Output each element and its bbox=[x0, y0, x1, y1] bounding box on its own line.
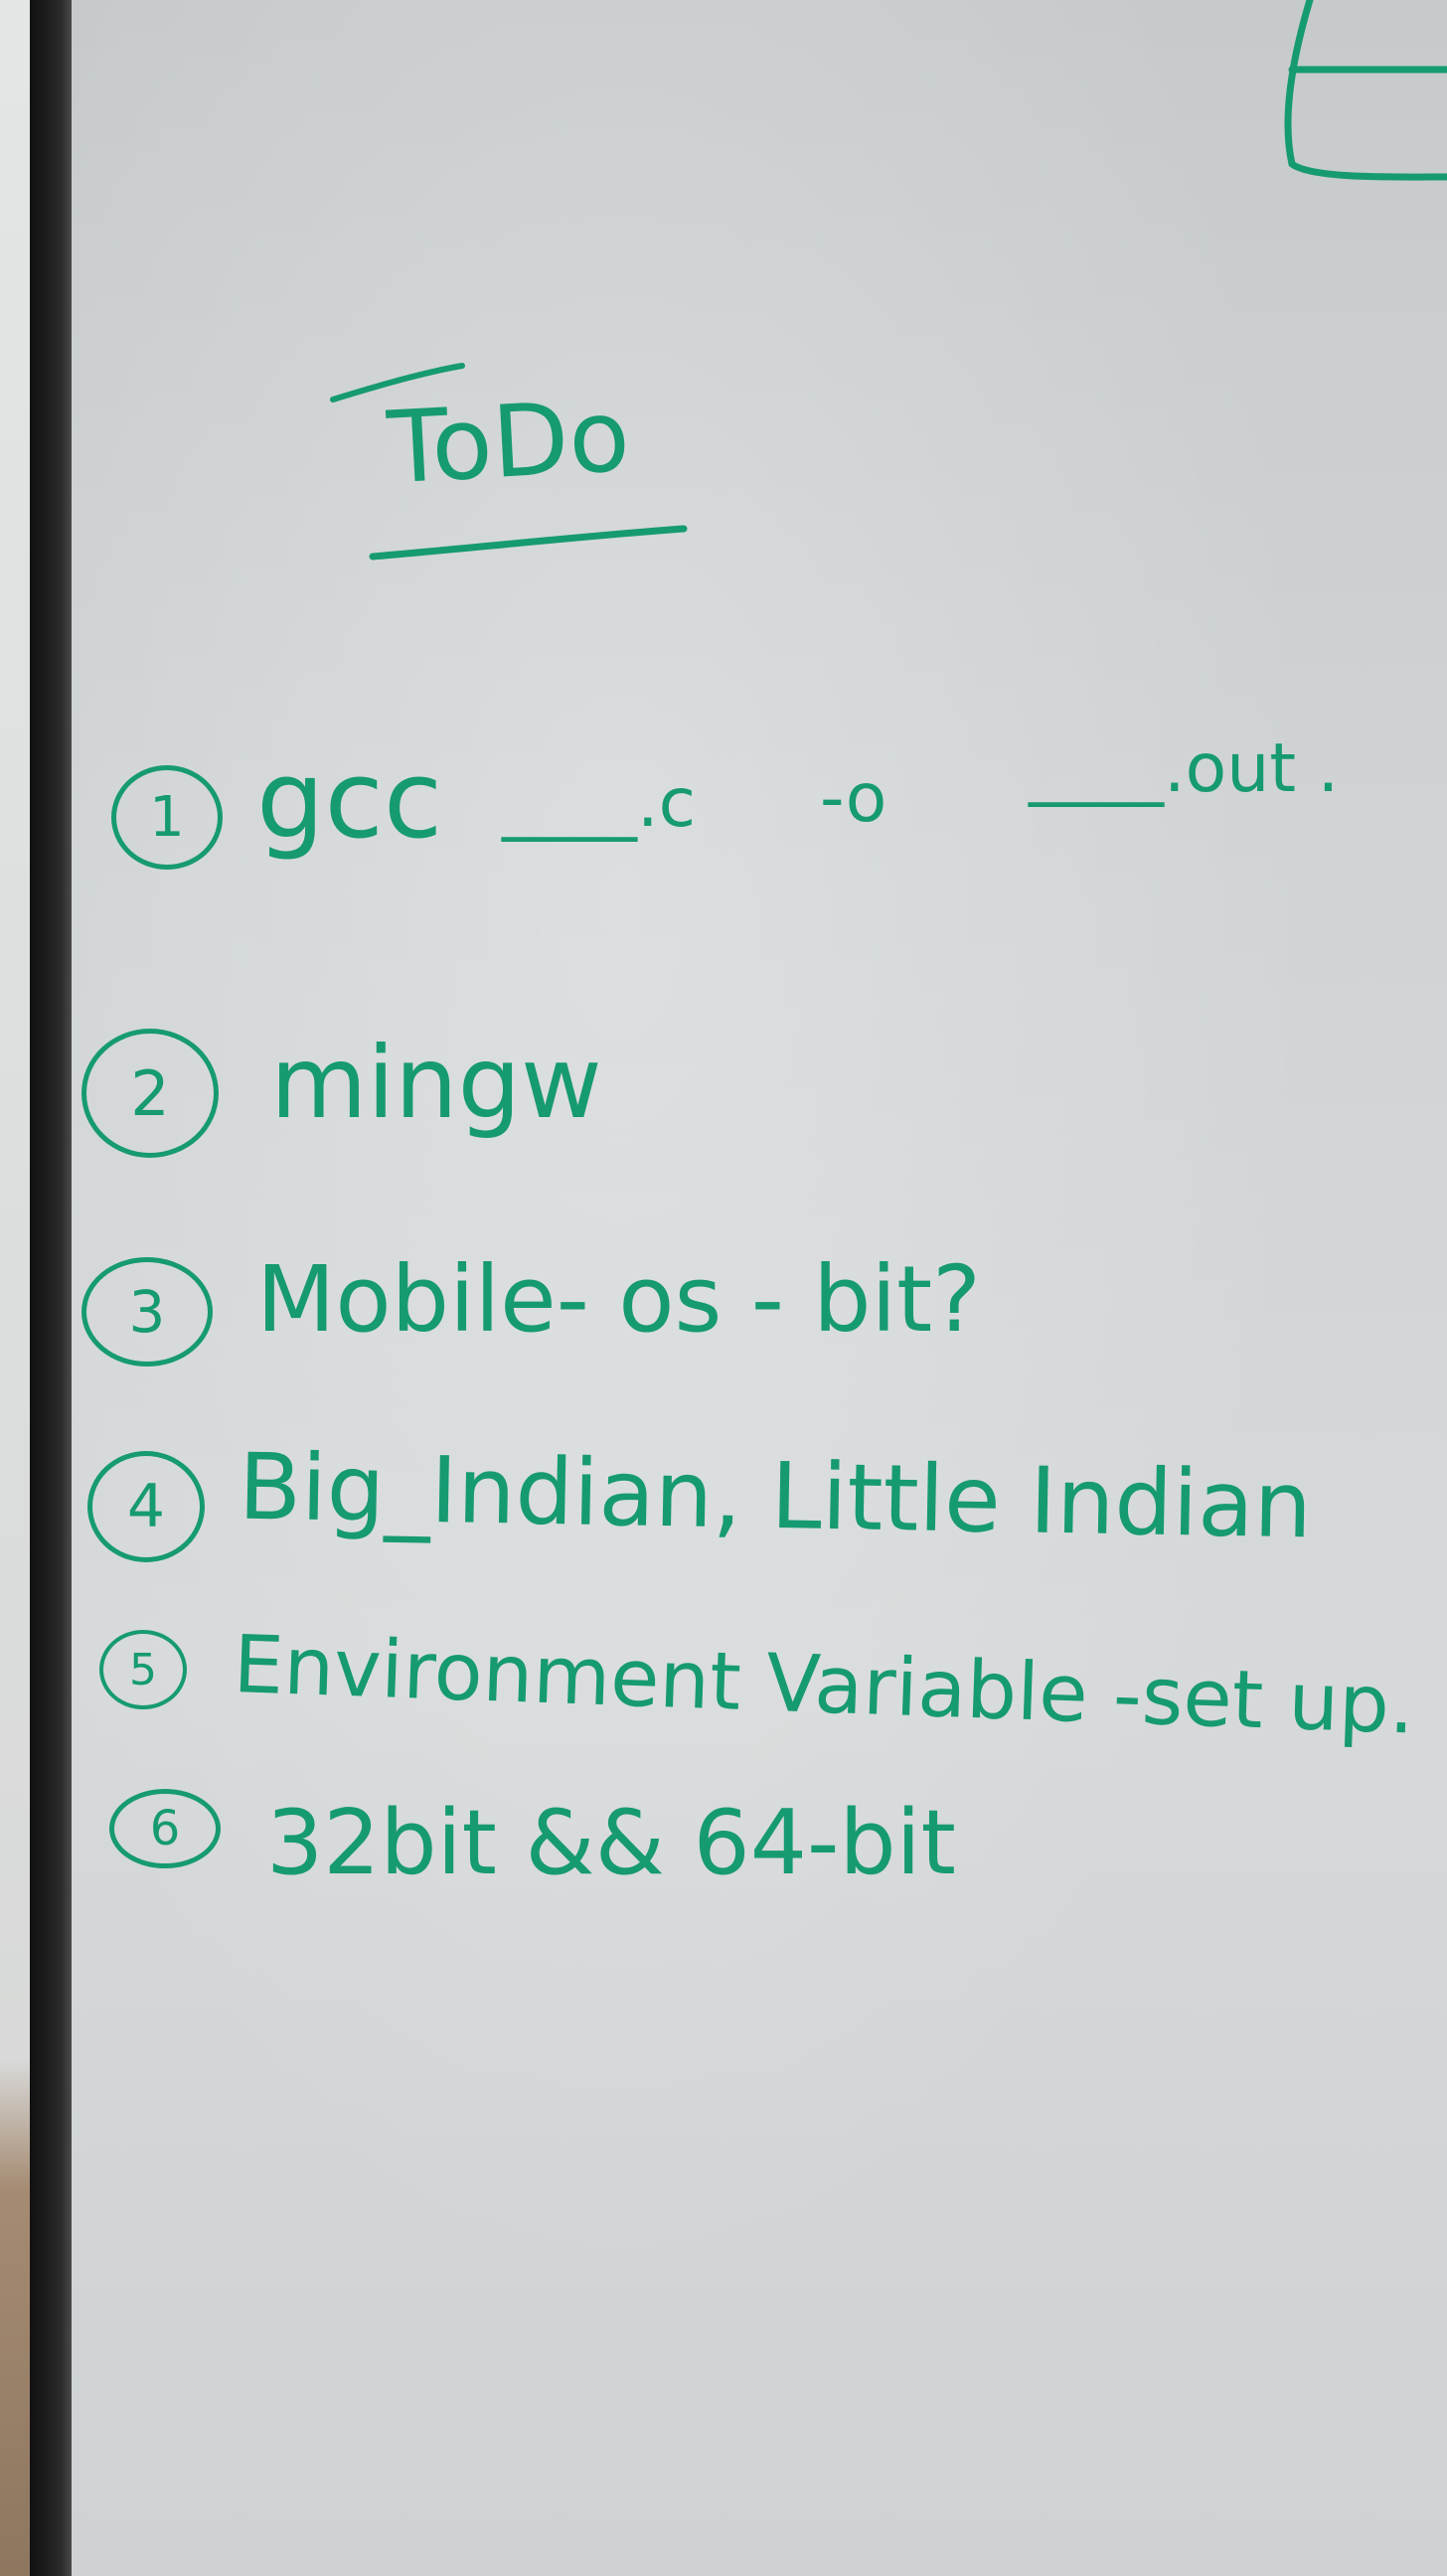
item-number-6: 6 bbox=[109, 1789, 221, 1868]
item-6-text: 32bit && 64-bit bbox=[266, 1791, 956, 1895]
item-2-text: mingw bbox=[270, 1025, 602, 1141]
item-number-3: 3 bbox=[81, 1257, 213, 1367]
item-1-command: gcc bbox=[256, 738, 443, 863]
item-number-2: 2 bbox=[81, 1029, 219, 1158]
whiteboard-frame bbox=[30, 0, 72, 2576]
item-number-1: 1 bbox=[111, 765, 223, 870]
item-3-text: Mobile- os - bit? bbox=[256, 1246, 981, 1353]
item-4-text: Big_Indian, Little Indian bbox=[238, 1433, 1313, 1559]
whiteboard bbox=[72, 0, 1447, 2576]
item-1-source-file: ____.c bbox=[502, 764, 697, 843]
page-title: ToDo bbox=[385, 377, 633, 507]
item-number-5: 5 bbox=[99, 1630, 187, 1709]
item-number-4: 4 bbox=[87, 1451, 205, 1562]
item-1-output-file: ____.out . bbox=[1029, 729, 1340, 808]
item-1-flag: -o bbox=[820, 759, 887, 838]
